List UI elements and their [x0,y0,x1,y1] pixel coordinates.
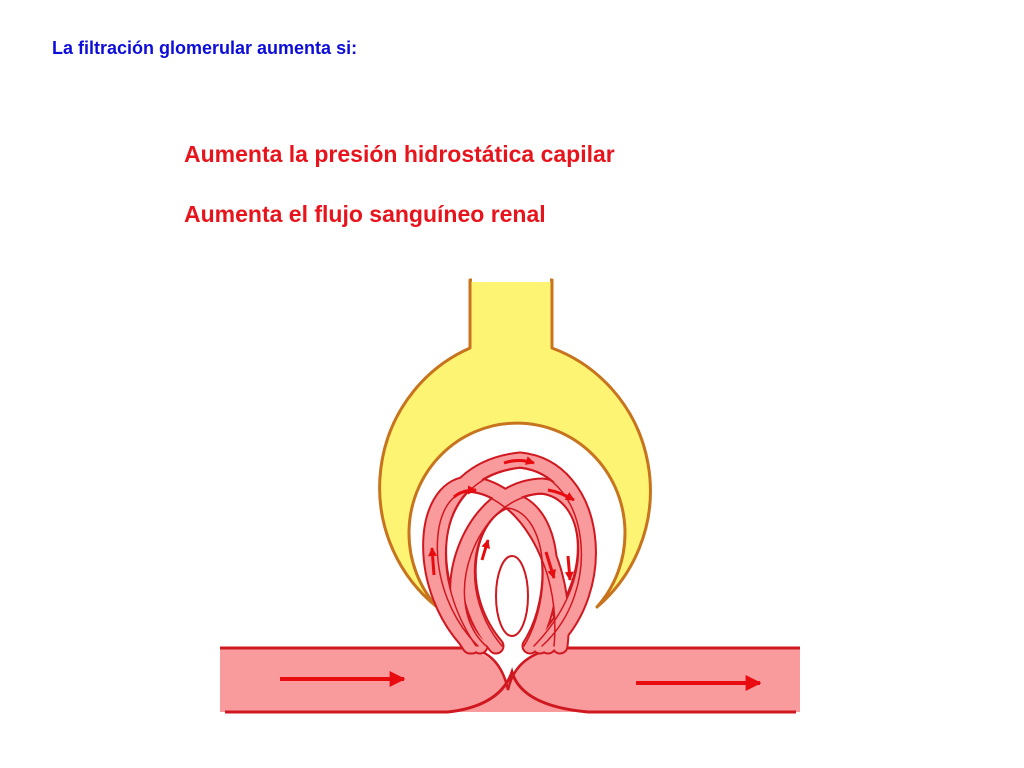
bullet-renal-blood-flow: Aumenta el flujo sanguíneo renal [184,201,546,227]
bowman-capsule [378,276,652,609]
glomerular-capillary-loops [422,451,597,655]
slide-heading: La filtración glomerular aumenta si: [52,38,358,58]
capillary-flow-arrows [428,456,575,581]
bullet-hydrostatic-pressure: Aumenta la presión hidrostática capilar [184,141,615,167]
